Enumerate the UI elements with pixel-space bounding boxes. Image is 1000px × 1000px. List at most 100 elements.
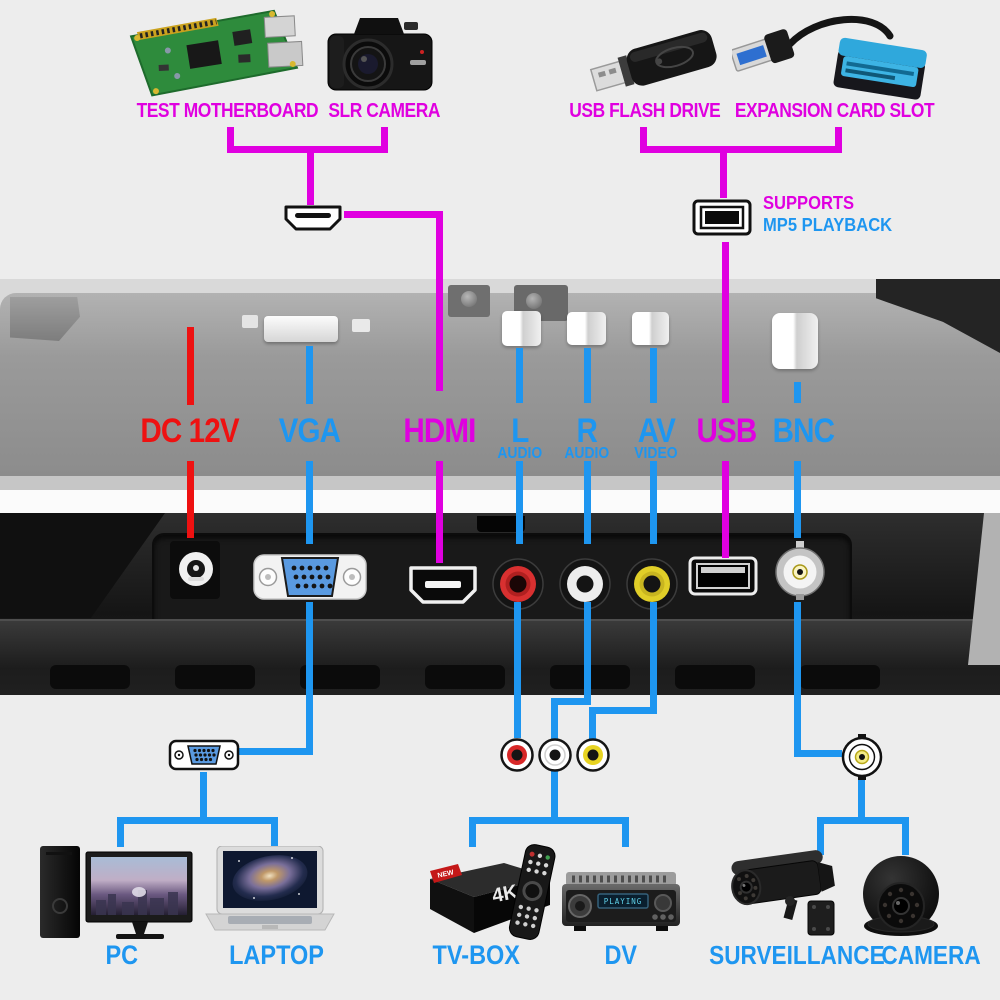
- usb-to-port-line: [722, 461, 729, 558]
- rca-red-port: [492, 558, 544, 610]
- usb-connector-icon: [692, 199, 752, 236]
- pc-bracket-right-line: [271, 817, 278, 847]
- back-tab: [352, 319, 370, 332]
- hdmi-bracket-drop-line: [307, 152, 314, 205]
- rca-yellow-elbow-line: [589, 707, 657, 714]
- panel-foot: [175, 665, 255, 689]
- monitor-back-body: [0, 293, 1000, 477]
- bnc-port-label: BNC: [772, 412, 834, 450]
- rca-white-drop-line: [551, 698, 558, 739]
- av-pointer-lower-line: [650, 461, 657, 544]
- hdmi-bracket-right-line: [381, 127, 388, 153]
- tvbox-bracket-bar-line: [469, 817, 629, 824]
- mp5-playback-label: MP5 PLAYBACK: [763, 215, 893, 235]
- dc-port-glint: [188, 577, 204, 581]
- vga-elbow-line: [238, 748, 313, 755]
- tvbox-bracket-right-line: [622, 817, 629, 847]
- hdmi-port: [409, 566, 477, 604]
- panel-foot: [675, 665, 755, 689]
- audio-r-back-port: [567, 312, 606, 345]
- vga-pointer-upper-line: [306, 346, 313, 404]
- vga-pointer-lower-line: [306, 461, 313, 544]
- r-pointer-upper-line: [584, 348, 591, 403]
- panel-left-wedge: [0, 513, 165, 618]
- hdmi-bracket-bar-line: [227, 146, 388, 153]
- rca-yellow-down-line: [650, 602, 657, 714]
- dv-player-image: PLAYING: [562, 872, 680, 931]
- audio-r-port-label: R: [576, 412, 598, 450]
- audio-l-port-label: L: [511, 412, 529, 450]
- hdmi-connector-h-line: [344, 211, 443, 218]
- tvbox-image: 4K NEW: [430, 844, 556, 940]
- r-pointer-lower-line: [584, 461, 591, 544]
- bnc-elbow-line: [794, 750, 842, 757]
- vga-back-connector: [264, 316, 338, 342]
- panel-foot: [50, 665, 130, 689]
- rca-red-down-line: [514, 602, 521, 738]
- pc-image: [40, 846, 193, 939]
- slr-camera-image: [327, 18, 433, 91]
- dome-camera-image: [863, 856, 939, 936]
- rca-below-line: [551, 771, 558, 820]
- dc-port-pin: [193, 565, 199, 571]
- motherboard-image: [129, 9, 304, 97]
- usb-port-label: USB: [696, 412, 757, 450]
- panel-notch: [477, 516, 525, 532]
- pc-bracket-left-line: [117, 817, 124, 847]
- hdmi-connector-v-line: [436, 211, 443, 391]
- usb-bracket-left-line: [640, 127, 647, 153]
- vga-connector-icon: [168, 739, 240, 771]
- pc-label: PC: [105, 940, 139, 970]
- dc-pointer-lower-line: [187, 461, 194, 538]
- audio-r-sub-label: AUDIO: [564, 445, 610, 462]
- usb-flash-drive-image: [589, 30, 717, 92]
- panel-foot: [425, 665, 505, 689]
- av-back-port: [632, 312, 669, 345]
- usb-bracket-bar-line: [640, 146, 842, 153]
- tvbox-corner-text: NEW: [437, 869, 455, 879]
- audio-l-back-port: [502, 311, 541, 346]
- audio-l-sub-label: AUDIO: [497, 445, 543, 462]
- usb-bracket-right-line: [835, 127, 842, 153]
- bnc-pointer-upper-line: [794, 382, 801, 403]
- av-sub-label: VIDEO: [634, 445, 678, 462]
- av-port-label: AV: [637, 412, 675, 450]
- motherboard-label: TEST MOTHERBOARD: [136, 100, 318, 122]
- hdmi-port-label: HDMI: [402, 412, 476, 450]
- usb-flash-drive-label: USB FLASH DRIVE: [569, 100, 721, 122]
- tvbox-bracket-left-line: [469, 817, 476, 847]
- panel-lower-band: [0, 619, 1000, 669]
- rca-yellow-drop-line: [589, 707, 596, 739]
- monitor-bottom-edge: [0, 476, 1000, 490]
- laptop-image: [205, 846, 335, 931]
- bnc-pointer-lower-line: [794, 461, 801, 538]
- mount-screw: [461, 291, 477, 307]
- usb-bracket-drop-line: [720, 152, 727, 198]
- l-pointer-lower-line: [516, 461, 523, 544]
- bnc-below-line: [858, 777, 865, 820]
- hdmi-to-port-line: [436, 461, 443, 563]
- mount-screw: [526, 293, 542, 309]
- vga-icon-drop-line: [200, 772, 207, 820]
- l-pointer-upper-line: [516, 348, 523, 403]
- vga-port-label: VGA: [278, 412, 340, 450]
- camera-label: CAMERA: [881, 940, 981, 970]
- tvbox-label: TV-BOX: [432, 940, 520, 970]
- rca-white-elbow-line: [551, 698, 591, 705]
- camera-bracket-left-line: [817, 817, 824, 855]
- surveillance-label: SURVEILLANCE: [709, 940, 885, 970]
- rca-red-icon: [500, 738, 534, 772]
- monitor-back-photo: [0, 279, 1000, 490]
- rca-white-port: [559, 558, 611, 610]
- bnc-back-port: [772, 313, 818, 369]
- vga-down-line: [306, 602, 313, 754]
- usb-port: [688, 556, 758, 596]
- hdmi-icon: [284, 205, 342, 231]
- photo-gap: [0, 490, 1000, 513]
- surveillance-camera-image: [731, 850, 835, 936]
- panel-foot: [300, 665, 380, 689]
- panel-foot: [800, 665, 880, 689]
- card-reader-image: [732, 15, 927, 100]
- vga-port: [253, 554, 367, 600]
